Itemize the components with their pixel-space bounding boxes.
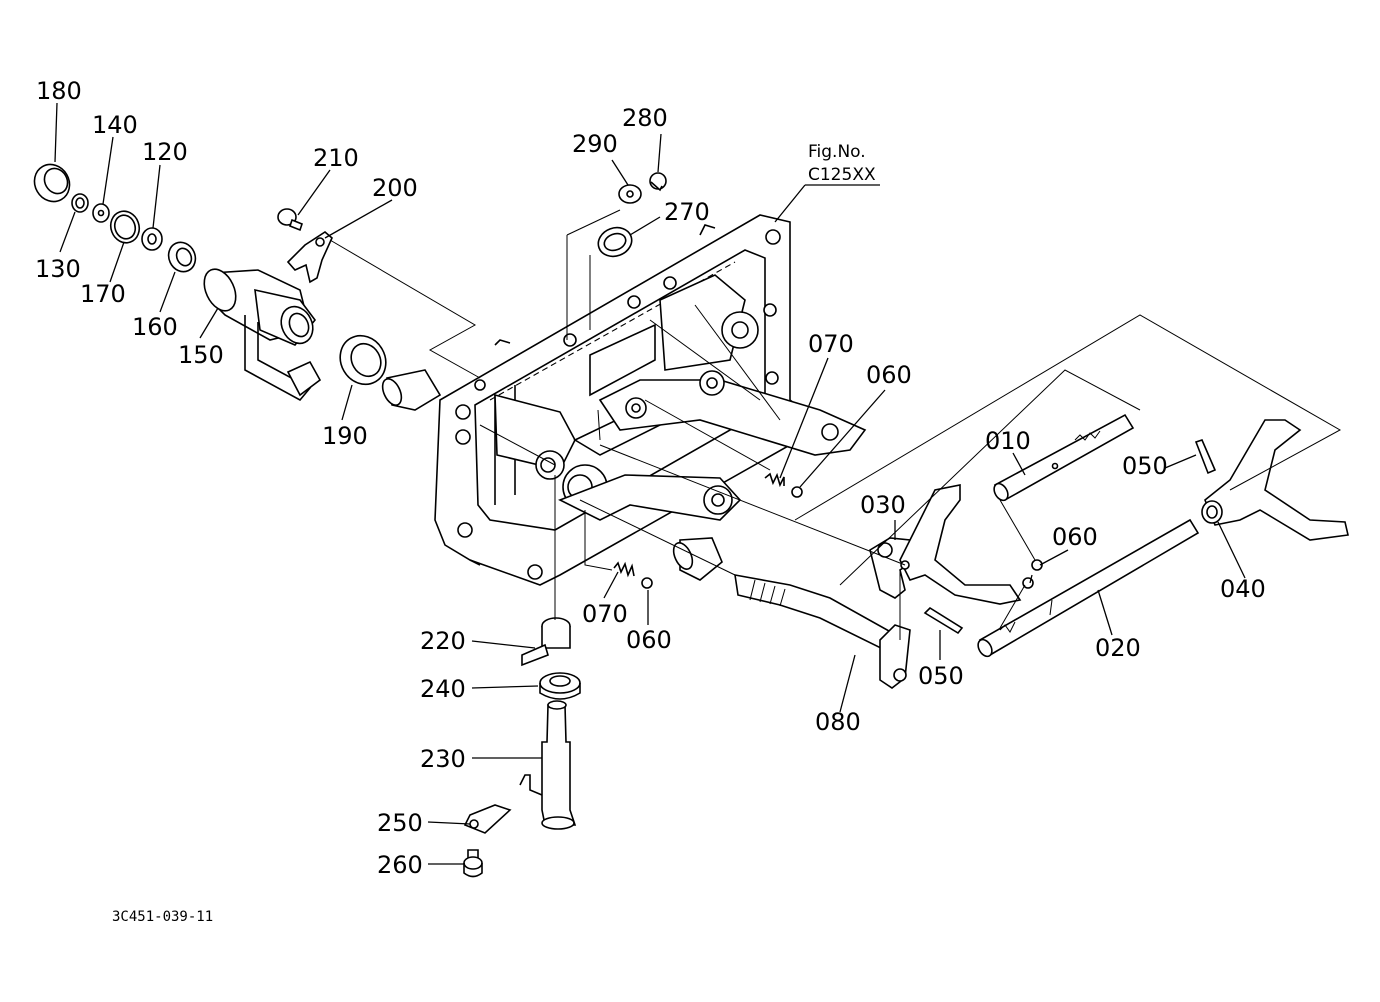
callout-070-upper: 070	[808, 330, 854, 358]
fig-no-value: C125XX	[808, 165, 876, 185]
callout-190: 190	[322, 422, 368, 450]
part-040-shift-fork	[1201, 419, 1349, 541]
fig-no-label: Fig.No.	[808, 142, 866, 162]
part-250-lock-plate	[463, 804, 512, 834]
part-230-shaft	[519, 700, 577, 830]
housing-bushing	[381, 369, 442, 411]
callout-260: 260	[377, 851, 423, 879]
callout-270: 270	[664, 198, 710, 226]
callout-140: 140	[92, 111, 138, 139]
callout-labels: 180 140 120 130 170 160 150 190 210 200 …	[35, 77, 1266, 925]
callout-290: 290	[572, 130, 618, 158]
part-200-plate	[286, 231, 333, 284]
callout-280: 280	[622, 104, 668, 132]
callout-030: 030	[860, 491, 906, 519]
part-070-spring-upper	[764, 472, 785, 488]
part-220-shift-arm	[521, 617, 571, 667]
callout-060-rods: 060	[1052, 523, 1098, 551]
callout-160: 160	[132, 313, 178, 341]
part-080-shift-shaft	[734, 574, 911, 689]
part-050-pin-right	[1194, 439, 1217, 475]
callout-240: 240	[420, 675, 466, 703]
part-120-washer	[141, 227, 163, 251]
part-060-balls-rods	[1022, 559, 1043, 589]
callout-130: 130	[35, 255, 81, 283]
part-010-shift-rod	[993, 413, 1135, 502]
callout-230: 230	[420, 745, 466, 773]
callout-060-lower: 060	[626, 626, 672, 654]
part-050-pin-lower	[923, 606, 964, 635]
part-170-circlip	[109, 210, 141, 244]
callout-150: 150	[178, 341, 224, 369]
part-280-bolt	[649, 172, 667, 192]
callout-070-lower: 070	[582, 600, 628, 628]
part-060-ball-upper	[791, 486, 803, 498]
part-150-shift-arm-assembly	[203, 268, 322, 402]
drawing-number: 3C451-039-11	[112, 909, 213, 925]
part-020-shift-rod	[977, 518, 1200, 658]
callout-250: 250	[377, 809, 423, 837]
part-030-shift-fork	[869, 484, 1022, 605]
callout-050-right: 050	[1122, 452, 1168, 480]
callout-120: 120	[142, 138, 188, 166]
part-180-oil-seal	[33, 163, 71, 203]
shaft-bushing	[672, 537, 723, 581]
part-160-bushing	[167, 241, 197, 273]
callout-010: 010	[985, 427, 1031, 455]
callout-180: 180	[36, 77, 82, 105]
callout-170: 170	[80, 280, 126, 308]
part-240-washer	[539, 672, 581, 700]
transmission-housing	[434, 214, 867, 586]
callout-220: 220	[420, 627, 466, 655]
part-070-spring-lower	[613, 561, 635, 578]
callout-060-upper: 060	[866, 361, 912, 389]
part-190-oil-seal	[339, 334, 387, 386]
callout-200: 200	[372, 174, 418, 202]
callout-040: 040	[1220, 575, 1266, 603]
callout-020: 020	[1095, 634, 1141, 662]
part-210-bolt	[277, 208, 303, 232]
assembly-reference-lines	[329, 209, 1342, 640]
part-290-washer	[618, 184, 642, 204]
part-260-bolt	[463, 849, 483, 878]
part-140-washer	[92, 203, 110, 223]
leader-lines	[54, 102, 1246, 865]
part-130-nut	[71, 193, 89, 213]
part-270-ring	[597, 226, 633, 258]
callout-210: 210	[313, 144, 359, 172]
callout-050-lower: 050	[918, 662, 964, 690]
part-060-ball-lower	[641, 577, 653, 589]
callout-080: 080	[815, 708, 861, 736]
